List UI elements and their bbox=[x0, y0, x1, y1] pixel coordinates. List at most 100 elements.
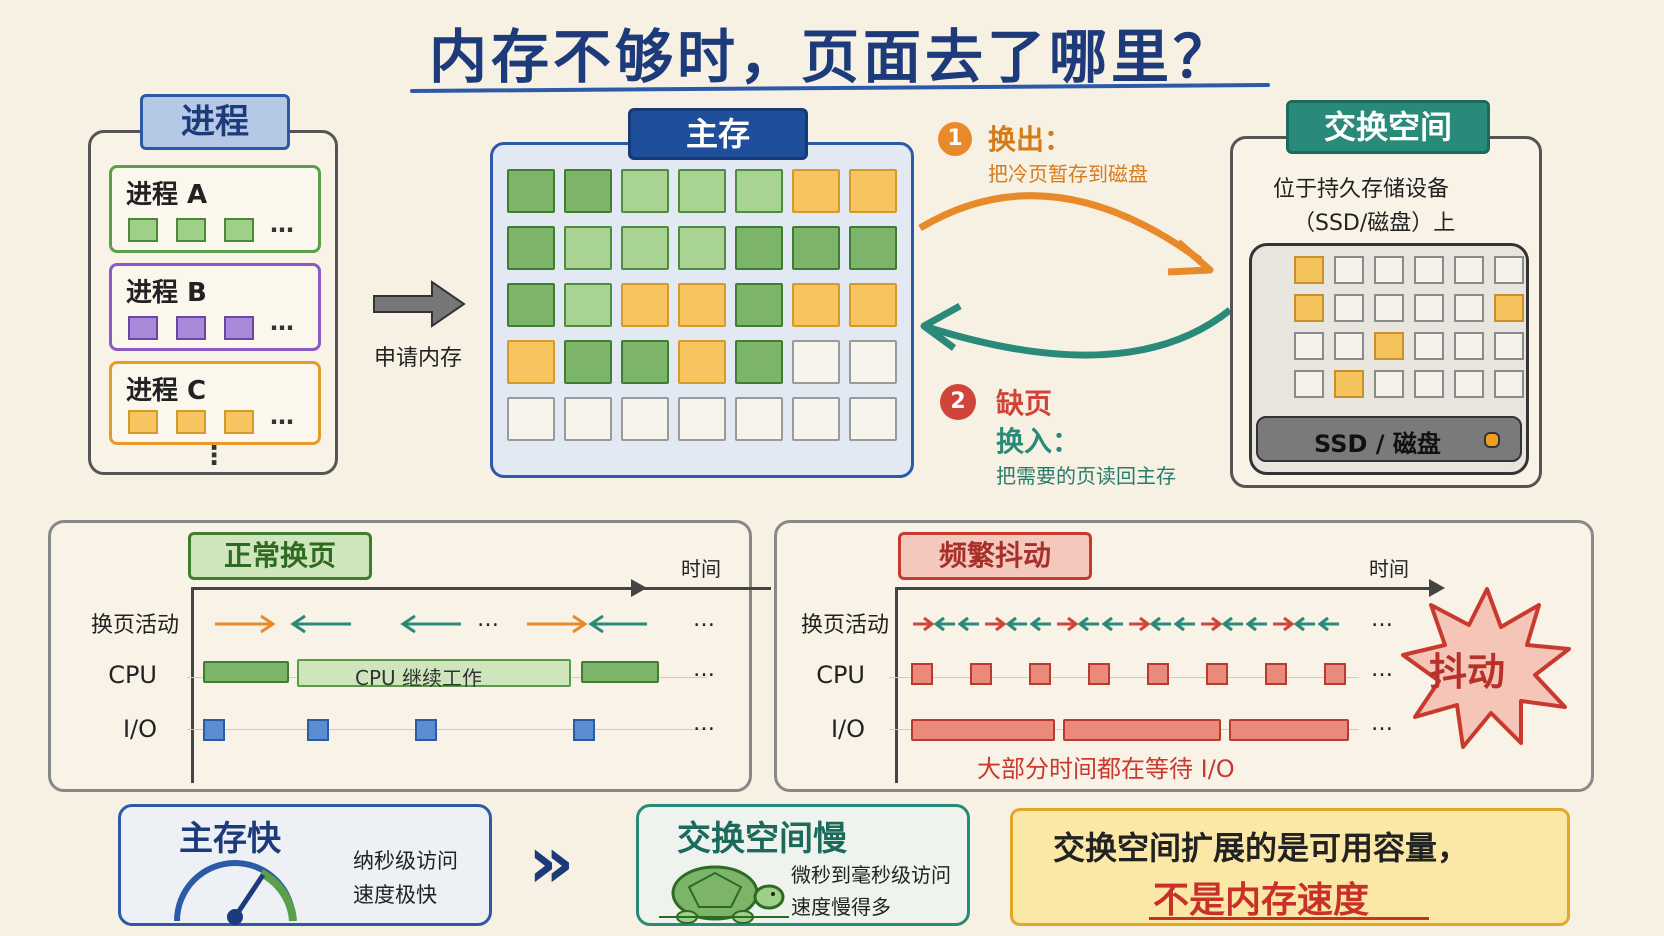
paging-arrow bbox=[1029, 616, 1051, 632]
time-axis-arrow-icon bbox=[631, 579, 647, 597]
io-bar bbox=[1229, 719, 1349, 741]
memory-page-cell bbox=[678, 397, 726, 441]
memory-page-cell bbox=[621, 169, 669, 213]
swap-page-cell bbox=[1294, 332, 1324, 360]
page-square bbox=[128, 410, 158, 434]
fast-desc-line2: 速度极快 bbox=[353, 883, 437, 907]
io-square bbox=[573, 719, 595, 741]
memory-page-cell bbox=[849, 283, 897, 327]
ellipsis: … bbox=[693, 657, 715, 682]
ellipsis: … bbox=[477, 607, 499, 632]
swap-page-cell bbox=[1494, 332, 1524, 360]
cpu-square bbox=[911, 663, 933, 685]
main-memory-label: 主存 bbox=[628, 108, 808, 160]
swap-page-cell bbox=[1374, 294, 1404, 322]
row-label-paging: 换页活动 bbox=[800, 613, 889, 638]
memory-page-cell bbox=[621, 226, 669, 270]
memory-page-cell bbox=[849, 169, 897, 213]
slow-desc-line1: 微秒到毫秒级访问 bbox=[791, 863, 951, 887]
swap-in-desc: 把需要的页读回主存 bbox=[996, 464, 1176, 488]
paging-arrow bbox=[1077, 616, 1099, 632]
process-card-b: 进程 B … bbox=[109, 263, 321, 351]
cpu-square bbox=[1206, 663, 1228, 685]
memory-page-cell bbox=[564, 397, 612, 441]
memory-page-cell bbox=[735, 340, 783, 384]
time-label: 时间 bbox=[1369, 557, 1409, 581]
time-axis bbox=[191, 587, 771, 590]
swap-out-desc: 把冷页暂存到磁盘 bbox=[988, 162, 1148, 186]
swap-page-cell bbox=[1414, 256, 1444, 284]
main-memory-panel bbox=[490, 142, 914, 478]
cpu-work-bar: CPU 继续工作 bbox=[297, 659, 571, 690]
memory-page-cell bbox=[564, 283, 612, 327]
conclusion-underline bbox=[1149, 917, 1429, 920]
swap-page-cell bbox=[1294, 294, 1324, 322]
swap-arrows bbox=[918, 192, 1233, 359]
paging-arrow bbox=[1057, 616, 1079, 632]
memory-page-cell bbox=[792, 340, 840, 384]
process-name: 进程 C bbox=[126, 376, 207, 406]
swap-page-cell bbox=[1494, 370, 1524, 398]
normal-paging-arrows bbox=[215, 614, 647, 634]
paging-arrow bbox=[1173, 616, 1195, 632]
cpu-square bbox=[1088, 663, 1110, 685]
swap-page-cell bbox=[1494, 294, 1524, 322]
process-name: 进程 B bbox=[126, 278, 207, 308]
paging-arrow bbox=[1293, 616, 1315, 632]
cpu-square bbox=[1265, 663, 1287, 685]
paging-arrow bbox=[1149, 616, 1171, 632]
memory-page-cell bbox=[507, 340, 555, 384]
swap-page-cell bbox=[1334, 332, 1364, 360]
swap-page-cell bbox=[1414, 332, 1444, 360]
paging-arrow bbox=[1221, 616, 1243, 632]
row-label-paging: 换页活动 bbox=[90, 613, 179, 638]
vertical-axis bbox=[191, 587, 194, 783]
swap-page-cell bbox=[1374, 332, 1404, 360]
page-fault-title: 缺页 bbox=[996, 387, 1053, 420]
burst-label: 抖动 bbox=[1429, 650, 1506, 694]
disk-label: SSD / 磁盘 bbox=[1314, 430, 1441, 458]
memory-page-cell bbox=[735, 169, 783, 213]
cpu-bar bbox=[203, 661, 289, 683]
memory-page-cell bbox=[735, 226, 783, 270]
paging-arrow bbox=[1201, 616, 1223, 632]
swap-page-cell bbox=[1294, 256, 1324, 284]
swap-in-title: 换入： bbox=[996, 425, 1081, 458]
memory-page-cell bbox=[792, 397, 840, 441]
memory-page-cell bbox=[792, 169, 840, 213]
swap-page-cell bbox=[1374, 256, 1404, 284]
memory-page-cell bbox=[792, 226, 840, 270]
swap-page-cell bbox=[1494, 256, 1524, 284]
row-label-cpu: CPU bbox=[108, 661, 157, 689]
conclusion-line1: 交换空间扩展的是可用容量， bbox=[1053, 829, 1470, 867]
ellipsis: … bbox=[270, 402, 294, 430]
thrashing-panel: 时间 换页活动 CPU I/O … … … 大部分时间都在等待 I/O 抖动 bbox=[774, 520, 1594, 792]
paging-arrow bbox=[1005, 616, 1027, 632]
swap-out-badge: 1 bbox=[938, 122, 972, 156]
memory-page-cell bbox=[507, 226, 555, 270]
process-card-c: 进程 C … bbox=[109, 361, 321, 445]
slow-swap-card: 交换空间慢 微秒到毫秒级访问 速度慢得多 bbox=[636, 804, 970, 926]
process-name: 进程 A bbox=[126, 180, 208, 210]
memory-page-cell bbox=[849, 397, 897, 441]
io-square bbox=[307, 719, 329, 741]
page-square bbox=[128, 218, 158, 242]
ellipsis: … bbox=[1371, 711, 1393, 736]
cpu-square bbox=[1029, 663, 1051, 685]
memory-page-cell bbox=[792, 283, 840, 327]
ellipsis: … bbox=[270, 308, 294, 336]
swap-in-badge: 2 bbox=[940, 384, 976, 420]
memory-page-cell bbox=[621, 283, 669, 327]
grid-line bbox=[889, 677, 1359, 678]
page-square bbox=[176, 218, 206, 242]
swap-space-label: 交换空间 bbox=[1286, 100, 1490, 154]
page-square bbox=[224, 316, 254, 340]
paging-arrow bbox=[933, 616, 955, 632]
io-bar bbox=[911, 719, 1055, 741]
memory-page-cell bbox=[849, 226, 897, 270]
fast-memory-label: 主存快 bbox=[179, 819, 281, 859]
request-arrow bbox=[373, 280, 466, 328]
paging-arrow bbox=[985, 616, 1007, 632]
memory-page-cell bbox=[564, 340, 612, 384]
page-title: 内存不够时，页面去了哪里？ bbox=[428, 23, 1235, 91]
